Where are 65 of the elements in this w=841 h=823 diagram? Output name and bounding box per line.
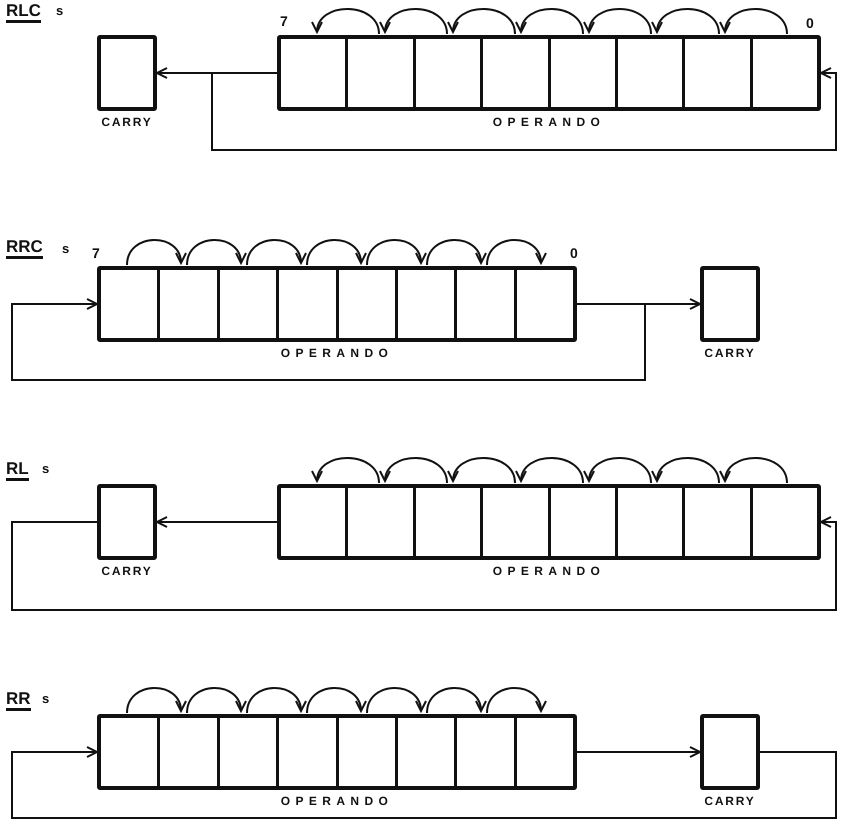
instruction-name: RL [6, 460, 29, 481]
register-cell [750, 39, 821, 107]
instruction-name: RRC [6, 238, 43, 259]
arrow [312, 457, 380, 484]
arrow [516, 457, 584, 484]
instruction-suffix: s [42, 692, 50, 705]
bit-number: 0 [570, 246, 578, 260]
arrow [156, 516, 277, 528]
arrow [11, 516, 837, 611]
instruction-name: RR [6, 690, 31, 711]
register-cell [97, 718, 158, 786]
carry-label: CARRY [704, 346, 756, 360]
arrow [652, 8, 720, 34]
register-cell [514, 270, 577, 338]
register-cell [750, 488, 821, 556]
instruction-suffix: s [56, 4, 64, 17]
register-label: OPERANDO [492, 115, 606, 129]
register-label: OPERANDO [280, 346, 394, 360]
arrow [126, 239, 186, 266]
arrow [312, 8, 380, 34]
arrow [126, 687, 186, 714]
arrow [486, 687, 546, 714]
arrow [720, 8, 788, 34]
arrow [366, 687, 426, 714]
arrow [380, 8, 448, 34]
instruction-suffix: s [42, 462, 50, 475]
arrow [306, 239, 366, 266]
arrow [246, 239, 306, 266]
arrow [11, 746, 837, 819]
instruction-name: RLC [6, 2, 41, 23]
register-cell [614, 488, 682, 556]
arrow [380, 457, 448, 484]
bit-number: 0 [806, 16, 814, 30]
arrow [516, 8, 584, 34]
arrow [426, 687, 486, 714]
arrow [584, 457, 652, 484]
arrow [366, 239, 426, 266]
arrow [186, 239, 246, 266]
arrow [584, 8, 652, 34]
arrow [448, 8, 516, 34]
arrow [211, 67, 837, 151]
register-cell [614, 39, 682, 107]
arrow [186, 687, 246, 714]
bit-number: 7 [92, 246, 100, 260]
arrow [11, 298, 646, 381]
register-cell [97, 270, 158, 338]
arrow [652, 457, 720, 484]
bit-number: 7 [280, 14, 288, 28]
instruction-suffix: s [62, 242, 70, 255]
register-label: OPERANDO [492, 564, 606, 578]
arrow [306, 687, 366, 714]
carry-label: CARRY [101, 564, 153, 578]
arrow [246, 687, 306, 714]
register-cell [394, 270, 454, 338]
arrow [577, 746, 701, 758]
arrow [448, 457, 516, 484]
register-cell [514, 718, 577, 786]
register-label: OPERANDO [280, 794, 394, 808]
arrow [426, 239, 486, 266]
carry-label: CARRY [704, 794, 756, 808]
carry-label: CARRY [101, 115, 153, 129]
arrow [720, 457, 788, 484]
register-cell [394, 718, 454, 786]
register-cell [277, 39, 346, 107]
arrow [486, 239, 546, 266]
